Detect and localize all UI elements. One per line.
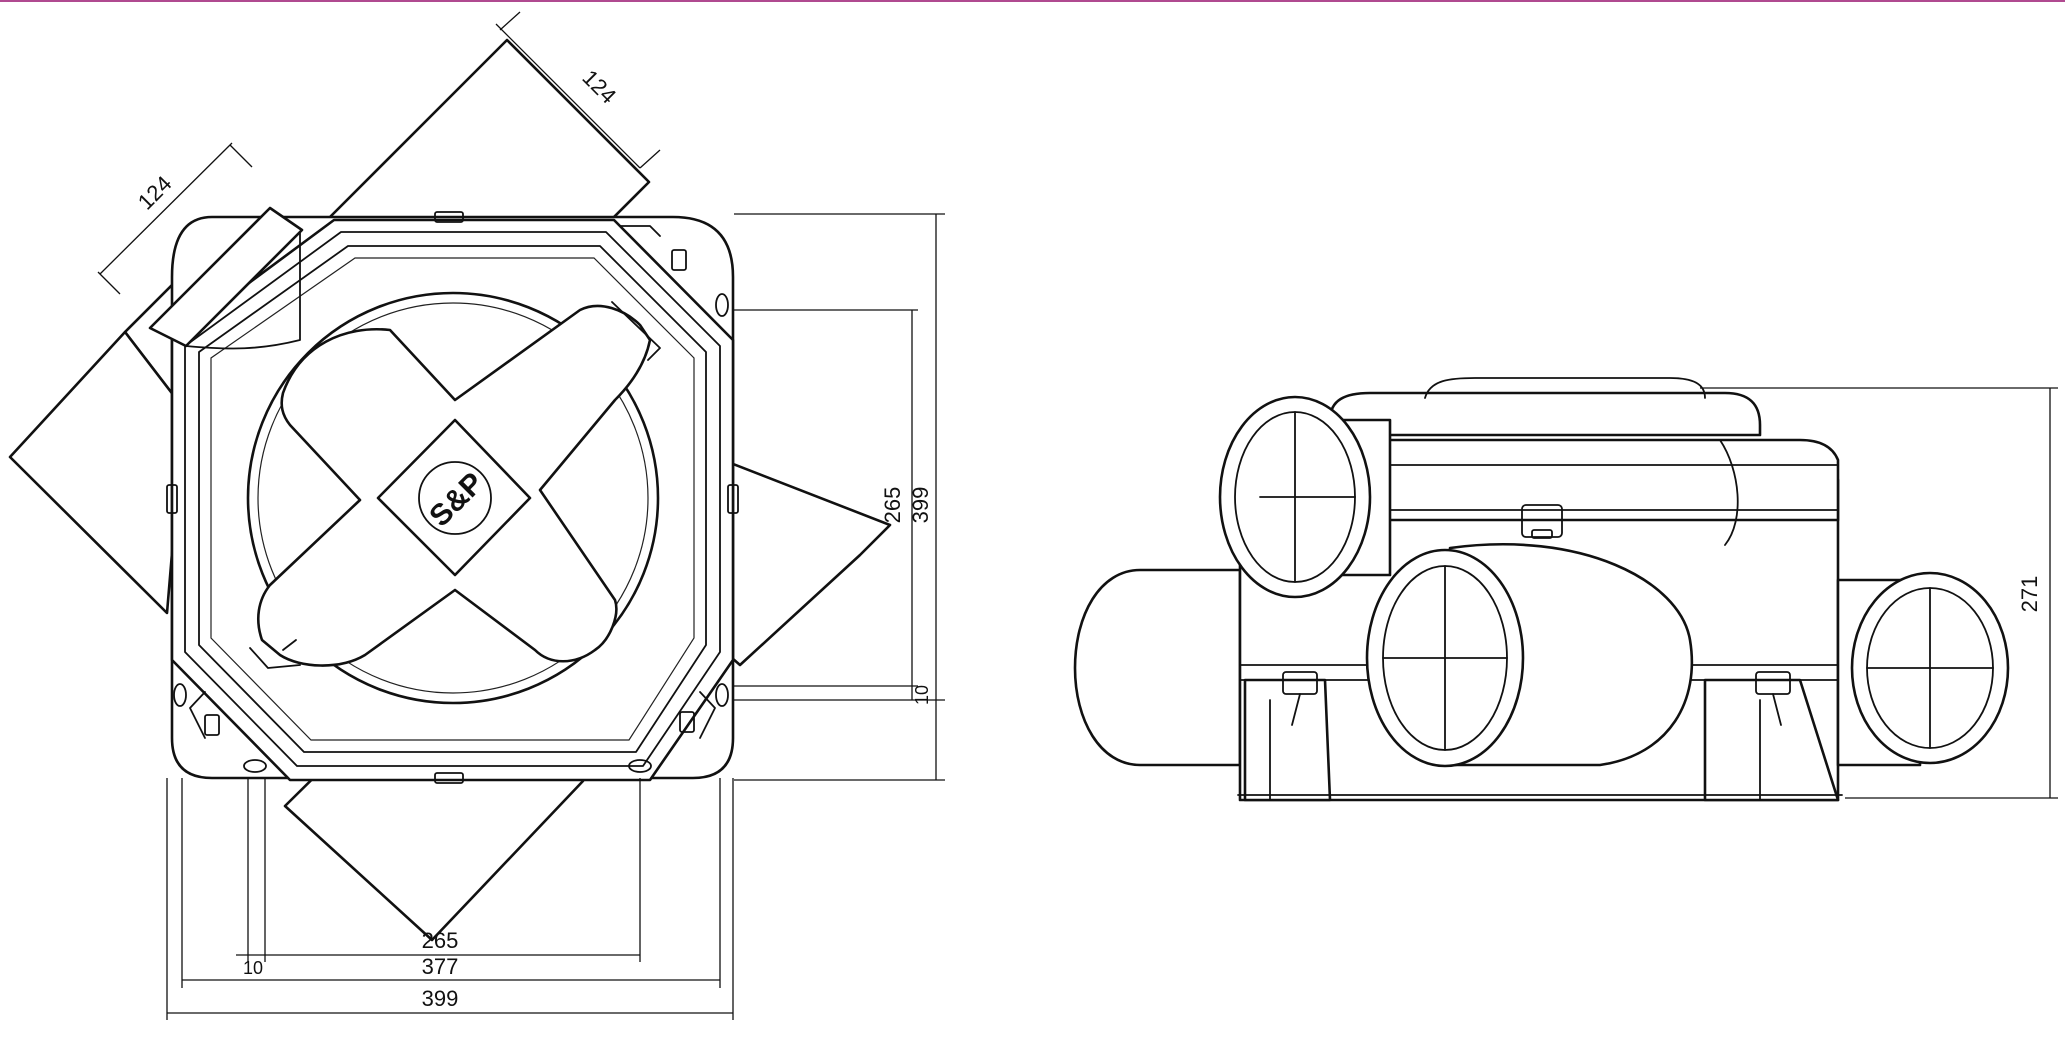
side-duct-left-back bbox=[1073, 568, 1242, 767]
dim-right-10-label: 10 bbox=[912, 685, 932, 705]
dim-right: 265 399 10 bbox=[734, 213, 945, 781]
fan-circle bbox=[246, 291, 660, 705]
dim-bottom-399-label: 399 bbox=[422, 986, 459, 1011]
dim-side-271-label: 271 bbox=[2017, 576, 2042, 613]
dim-side-height: 271 bbox=[1700, 387, 2058, 799]
dim-bottom-265-label: 265 bbox=[422, 928, 459, 953]
dim-duct-upper-label: 124 bbox=[577, 65, 621, 109]
top-view: S&P 124 124 265 399 10 bbox=[8, 11, 945, 1020]
dim-bottom-10-label: 10 bbox=[243, 958, 263, 978]
dim-bottom-377-label: 377 bbox=[422, 954, 459, 979]
dim-right-399-label: 399 bbox=[908, 487, 933, 524]
side-duct-upper-left bbox=[1218, 395, 1392, 599]
dim-bottom: 265 10 377 399 bbox=[166, 778, 734, 1020]
side-view: 271 bbox=[1073, 377, 2058, 802]
brand-logo: S&P bbox=[376, 418, 532, 577]
side-duct-center bbox=[1365, 543, 1694, 768]
dim-duct-left-label: 124 bbox=[133, 171, 177, 215]
duct-left-collar bbox=[148, 206, 304, 350]
side-duct-right bbox=[1836, 571, 2010, 767]
dim-right-265-label: 265 bbox=[880, 487, 905, 524]
